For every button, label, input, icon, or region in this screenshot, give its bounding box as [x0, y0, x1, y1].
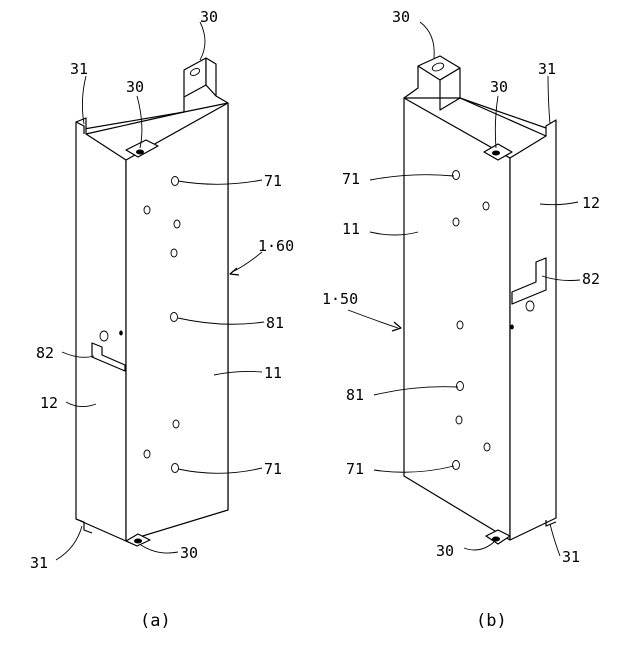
label-30-front-b: 30: [490, 78, 508, 96]
label-71-top-b: 71: [342, 170, 360, 188]
label-1-50-b: 1·50: [322, 290, 358, 308]
tab-30-top-b: [418, 56, 460, 110]
panel-b: 30 30 31 71 12 11 82 1·50 81 71 30 31 (b…: [322, 8, 600, 631]
label-12-b: 12: [582, 194, 600, 212]
label-30-bottom-b: 30: [436, 542, 454, 560]
label-30-top-a: 30: [200, 8, 218, 26]
label-31-right-b: 31: [538, 60, 556, 78]
label-30-bottom-a: 30: [180, 544, 198, 562]
tab-30-top-a: [184, 58, 216, 97]
label-1-60-a: 1·60: [258, 237, 294, 255]
label-11-b: 11: [342, 220, 360, 238]
label-31-left-a: 31: [70, 60, 88, 78]
panel-a: 30 31 30 71 1·60 81 82 11 12 71 31 30 (a…: [30, 8, 294, 631]
caption-a: (a): [140, 611, 171, 631]
label-82-a: 82: [36, 344, 54, 362]
label-81-a: 81: [266, 314, 284, 332]
label-11-a: 11: [264, 364, 282, 382]
label-30-top-b: 30: [392, 8, 410, 26]
front-panel-11-b: [404, 98, 510, 540]
label-31-bottom-b: 31: [562, 548, 580, 566]
front-panel-11-a: [126, 103, 228, 541]
label-31-bottom-a: 31: [30, 554, 48, 572]
label-81-b: 81: [346, 386, 364, 404]
label-82-b: 82: [582, 270, 600, 288]
label-71-bottom-b: 71: [346, 460, 364, 478]
label-71-top-a: 71: [264, 172, 282, 190]
side-panel-12-a: [76, 118, 126, 541]
side-panel-12-b: [510, 120, 556, 540]
label-30-front-a: 30: [126, 78, 144, 96]
label-12-a: 12: [40, 394, 58, 412]
caption-b: (b): [476, 611, 507, 631]
label-71-bottom-a: 71: [264, 460, 282, 478]
